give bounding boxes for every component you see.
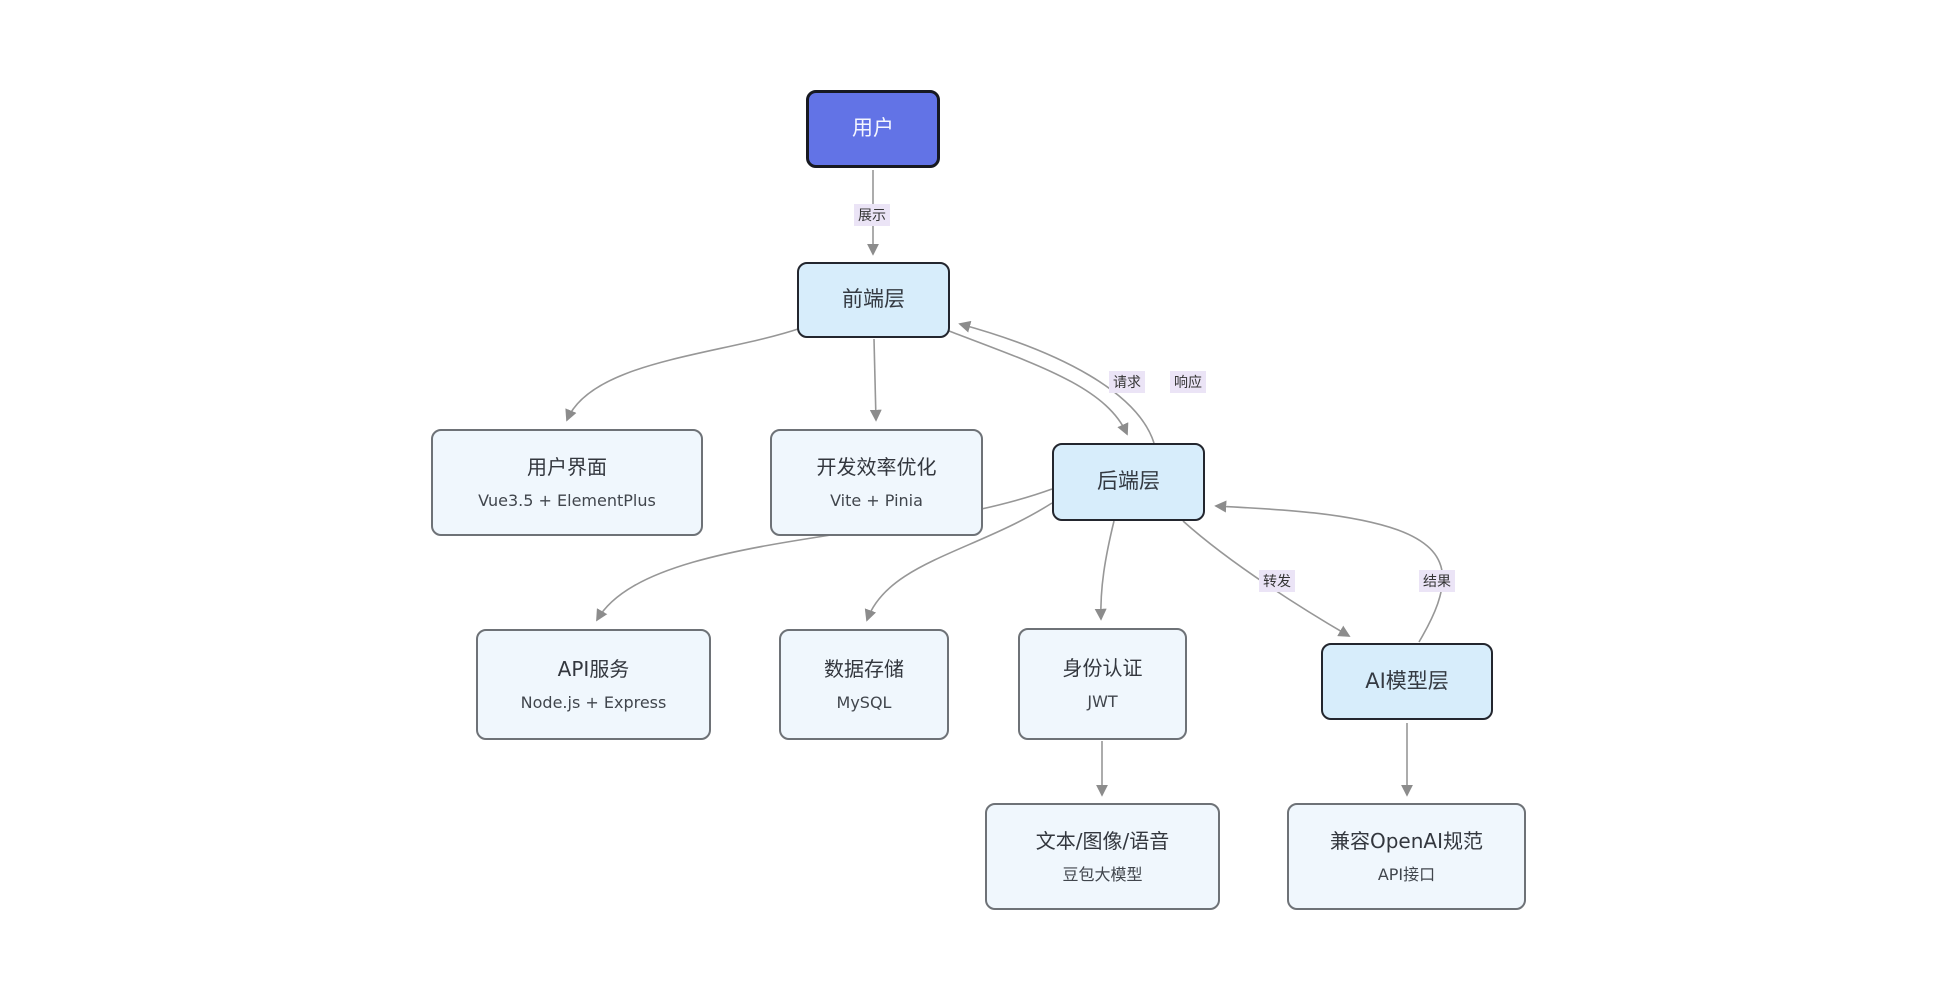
node-user-interface-subtitle: Vue3.5 + ElementPlus [478, 490, 656, 510]
node-backend-layer: 后端层 [1052, 443, 1205, 521]
edge-label-response: 响应 [1170, 371, 1206, 393]
edge-request-frontend-backend [948, 330, 1129, 436]
node-auth: 身份认证 JWT [1018, 628, 1187, 740]
node-auth-title: 身份认证 [1062, 656, 1143, 681]
node-data-storage: 数据存储 MySQL [779, 629, 949, 740]
edge-label-request: 请求 [1109, 371, 1145, 393]
node-multimodal-subtitle: 豆包大模型 [1062, 864, 1143, 884]
node-multimodal: 文本/图像/语音 豆包大模型 [985, 803, 1220, 910]
edge-response-backend-frontend [958, 320, 1155, 444]
node-ai-model-layer-label: AI模型层 [1365, 668, 1449, 693]
node-user: 用户 [806, 90, 940, 168]
node-api-service-title: API服务 [557, 656, 630, 681]
edge-label-display: 展示 [854, 204, 890, 226]
node-api-service-subtitle: Node.js + Express [520, 692, 667, 712]
edge-result-aimodel-backend [1214, 500, 1444, 643]
node-dev-efficiency-subtitle: Vite + Pinia [830, 490, 923, 510]
node-openai-compat-subtitle: API接口 [1377, 864, 1436, 884]
edge-backend-storage [864, 502, 1053, 622]
node-data-storage-title: 数据存储 [824, 656, 904, 681]
node-ai-model-layer: AI模型层 [1321, 643, 1493, 720]
edge-frontend-devopt [869, 338, 882, 422]
node-data-storage-subtitle: MySQL [836, 692, 892, 712]
node-user-interface: 用户界面 Vue3.5 + ElementPlus [431, 429, 703, 536]
edge-label-result: 结果 [1419, 570, 1455, 592]
node-api-service: API服务 Node.js + Express [476, 629, 711, 740]
edge-backend-auth [1094, 520, 1115, 621]
node-frontend-layer-label: 前端层 [842, 287, 905, 312]
edge-frontend-ui [565, 327, 802, 422]
node-openai-compat: 兼容OpenAI规范 API接口 [1287, 803, 1526, 910]
node-frontend-layer: 前端层 [797, 262, 950, 338]
edge-backend-api [596, 488, 1053, 622]
node-openai-compat-title: 兼容OpenAI规范 [1330, 828, 1483, 853]
node-dev-efficiency-title: 开发效率优化 [816, 454, 937, 479]
edge-label-forward: 转发 [1259, 570, 1295, 592]
node-auth-subtitle: JWT [1087, 692, 1118, 712]
node-dev-efficiency: 开发效率优化 Vite + Pinia [770, 429, 983, 536]
node-user-label: 用户 [852, 116, 894, 141]
node-user-interface-title: 用户界面 [527, 454, 607, 479]
node-multimodal-title: 文本/图像/语音 [1035, 828, 1170, 853]
node-backend-layer-label: 后端层 [1097, 469, 1160, 494]
